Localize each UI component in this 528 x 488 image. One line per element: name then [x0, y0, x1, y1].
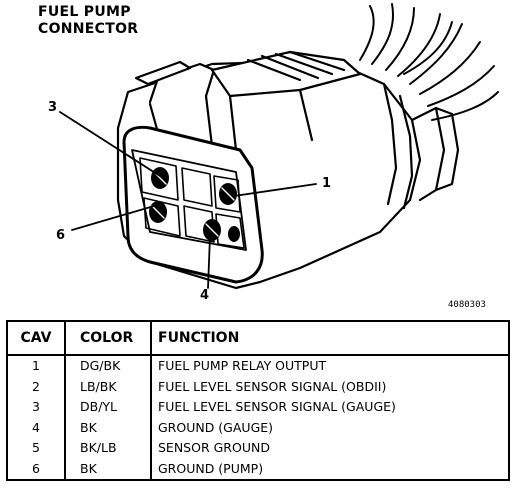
cell-cav: 6 [7, 458, 66, 480]
cell-cav: 1 [7, 355, 66, 377]
table-row: 6 BK GROUND (PUMP) [7, 458, 509, 480]
diagram-title: FUEL PUMP CONNECTOR [38, 4, 138, 38]
table-row: 3 DB/YL FUEL LEVEL SENSOR SIGNAL (GAUGE) [7, 397, 509, 418]
pin-highlights [151, 171, 235, 237]
wire-bundle [359, 3, 499, 121]
cell-function: FUEL LEVEL SENSOR SIGNAL (OBDII) [158, 378, 387, 394]
cell-function: GROUND (PUMP) [158, 460, 264, 476]
cell-color: LB/BK [65, 376, 152, 397]
cell-cav: 2 [7, 376, 66, 397]
cell-cav: 4 [7, 417, 66, 438]
connector-face [122, 125, 264, 284]
header-color: COLOR [65, 321, 152, 356]
table-row: 5 BK/LB SENSOR GROUND [7, 438, 509, 459]
cell-function: FUEL PUMP RELAY OUTPUT [158, 358, 327, 374]
cell-cav: 5 [7, 438, 66, 459]
cell-function: GROUND (GAUGE) [158, 419, 274, 435]
title-line-2: CONNECTOR [38, 21, 139, 37]
table-row: 1 DG/BK FUEL PUMP RELAY OUTPUT [7, 355, 509, 377]
cell-cav: 3 [7, 397, 66, 418]
header-function: FUNCTION [151, 321, 509, 356]
callout-cavity-4: 4 [200, 288, 210, 303]
cell-function: SENSOR GROUND [158, 440, 270, 456]
cell-function: FUEL LEVEL SENSOR SIGNAL (GAUGE) [158, 399, 396, 415]
connector-illustration [59, 3, 499, 290]
cell-color: DG/BK [65, 355, 152, 377]
callout-cavity-1: 1 [322, 176, 332, 191]
cell-color: BK/LB [65, 438, 152, 459]
table-row: 2 LB/BK FUEL LEVEL SENSOR SIGNAL (OBDII) [7, 376, 509, 397]
cell-color: DB/YL [65, 397, 152, 418]
title-line-1: FUEL PUMP [38, 4, 131, 20]
callout-cavity-3: 3 [48, 100, 58, 115]
leader-lines [59, 111, 317, 289]
cell-color: BK [65, 458, 152, 480]
table-row: 4 BK GROUND (GAUGE) [7, 417, 509, 438]
header-cav: CAV [7, 321, 66, 356]
pinout-table: CAV COLOR FUNCTION 1 DG/BK FUEL PUMP REL… [6, 320, 510, 481]
cell-color: BK [65, 417, 152, 438]
callout-cavity-6: 6 [56, 228, 66, 243]
figure-id: 4080303 [448, 300, 486, 310]
table-header-row: CAV COLOR FUNCTION [7, 321, 509, 356]
